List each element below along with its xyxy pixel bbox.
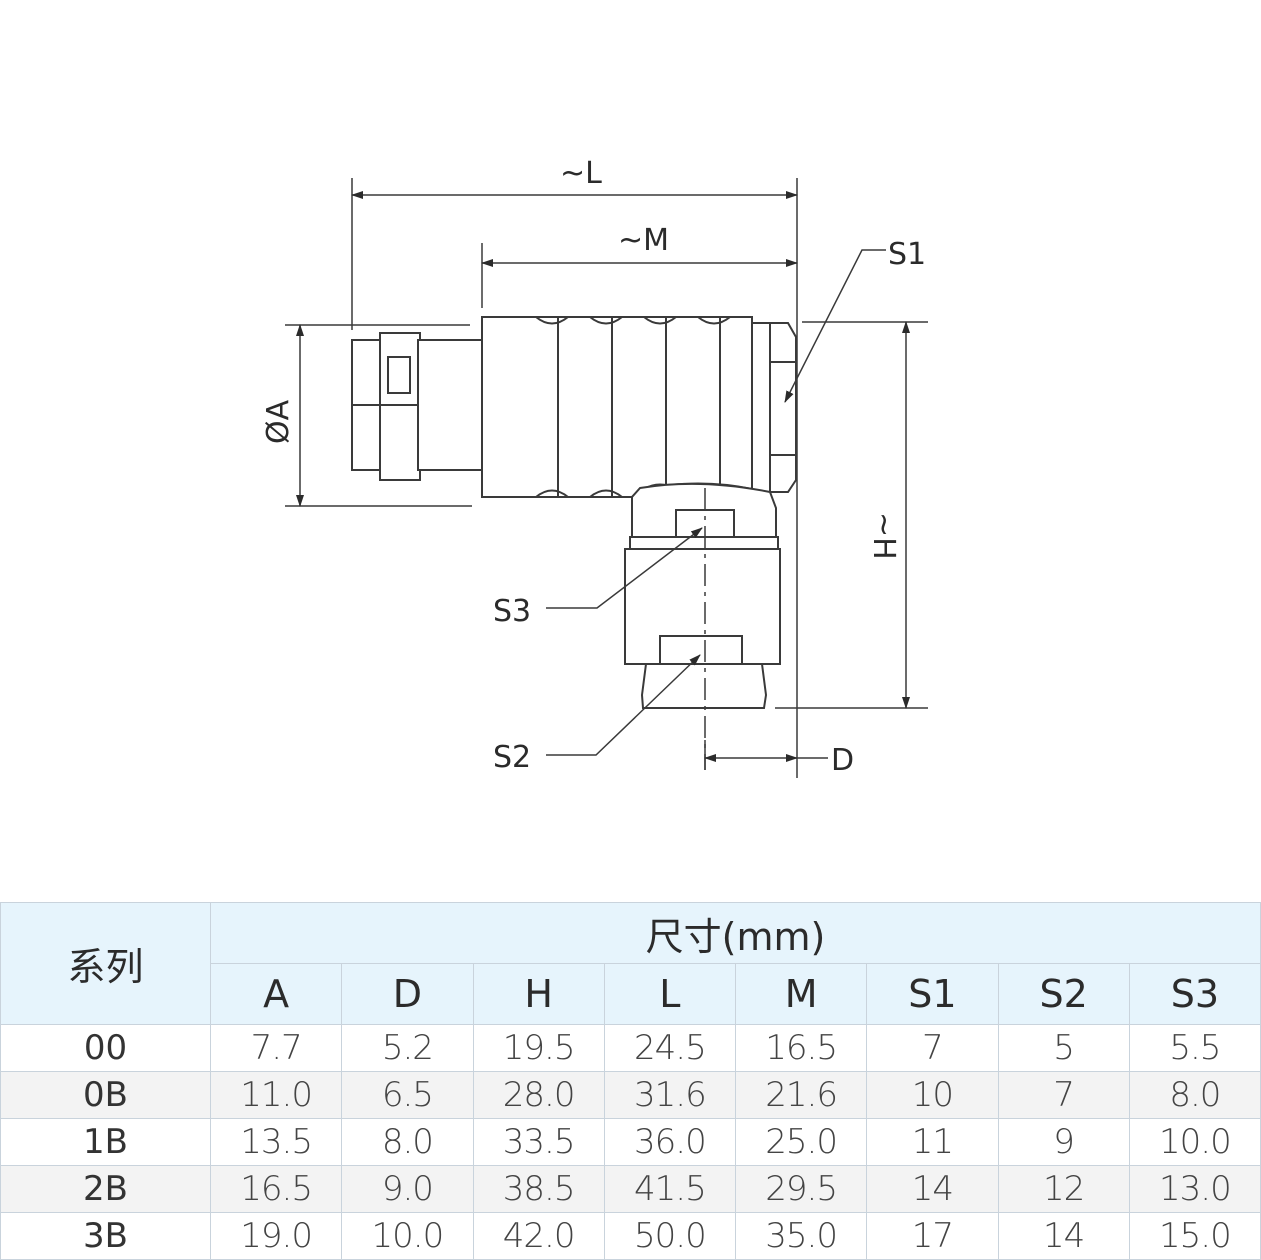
column-header: H xyxy=(472,963,605,1025)
series-cell: 1B xyxy=(0,1118,211,1166)
table-cell: 9.0 xyxy=(341,1165,474,1213)
label-s2: S2 xyxy=(493,740,531,775)
plug-collar xyxy=(417,339,483,471)
column-header: L xyxy=(603,963,737,1025)
series-cell: 00 xyxy=(0,1024,211,1072)
table-cell: 7.7 xyxy=(209,1024,343,1072)
table-header-row: 系列 尺寸(mm) xyxy=(0,902,1261,1025)
plug-latch-window xyxy=(387,356,411,394)
table-cell: 19.5 xyxy=(472,1024,605,1072)
table-cell: 8.0 xyxy=(341,1118,474,1166)
dimension-lines xyxy=(285,178,928,778)
table-row: 3B 19.0 10.0 42.0 50.0 35.0 17 14 15.0 xyxy=(0,1212,1261,1260)
table-cell: 36.0 xyxy=(603,1118,737,1166)
label-d: D xyxy=(831,743,854,778)
table-cell: 5.5 xyxy=(1128,1024,1261,1072)
table-row: 2B 16.5 9.0 38.5 41.5 29.5 14 12 13.0 xyxy=(0,1165,1261,1213)
table-cell: 33.5 xyxy=(472,1118,605,1166)
table-cell: 10.0 xyxy=(1128,1118,1261,1166)
series-cell: 3B xyxy=(0,1212,211,1260)
table-cell: 42.0 xyxy=(472,1212,605,1260)
table-row: 1B 13.5 8.0 33.5 36.0 25.0 11 9 10.0 xyxy=(0,1118,1261,1166)
table-cell: 11.0 xyxy=(209,1071,343,1119)
table-cell: 14 xyxy=(866,1165,999,1213)
table-cell: 10.0 xyxy=(341,1212,474,1260)
table-cell: 7 xyxy=(997,1071,1130,1119)
column-header: S2 xyxy=(997,963,1130,1025)
column-header: D xyxy=(341,963,474,1025)
table-cell: 6.5 xyxy=(341,1071,474,1119)
column-header: S3 xyxy=(1128,963,1261,1025)
dimensions-header: 尺寸(mm) xyxy=(210,902,1261,964)
table-cell: 35.0 xyxy=(734,1212,868,1260)
label-s3: S3 xyxy=(493,594,531,629)
table-cell: 14 xyxy=(997,1212,1130,1260)
series-cell: 2B xyxy=(0,1165,211,1213)
table-cell: 10 xyxy=(866,1071,999,1119)
label-l: ~L xyxy=(560,156,602,191)
elbow-neck xyxy=(629,536,779,550)
column-header: M xyxy=(734,963,868,1025)
column-header: A xyxy=(209,963,343,1025)
table-cell: 41.5 xyxy=(603,1165,737,1213)
table-cell: 17 xyxy=(866,1212,999,1260)
column-header-row: A D H L M S1 S2 S3 xyxy=(1,963,1261,1025)
label-a: ØA xyxy=(261,399,296,444)
table-cell: 28.0 xyxy=(472,1071,605,1119)
s2-flat xyxy=(659,635,743,665)
label-h: ~H xyxy=(866,512,901,560)
dimension-labels: ~L ~M ØA ~H D S1 S3 S2 xyxy=(261,156,926,778)
table-cell: 5.2 xyxy=(341,1024,474,1072)
label-m: ~M xyxy=(618,223,669,258)
table-cell: 16.5 xyxy=(209,1165,343,1213)
table-cell: 16.5 xyxy=(734,1024,868,1072)
table-cell: 31.6 xyxy=(603,1071,737,1119)
grip-body xyxy=(481,316,753,498)
table-cell: 13.5 xyxy=(209,1118,343,1166)
label-s1: S1 xyxy=(888,237,926,272)
table-cell: 25.0 xyxy=(734,1118,868,1166)
table-cell: 13.0 xyxy=(1128,1165,1261,1213)
table-cell: 15.0 xyxy=(1128,1212,1261,1260)
gland-nut-s2 xyxy=(640,663,768,709)
table-cell: 50.0 xyxy=(603,1212,737,1260)
plug-latch-body xyxy=(379,332,421,481)
table-row: 00 7.7 5.2 19.5 24.5 16.5 7 5 5.5 xyxy=(0,1024,1261,1072)
table-cell: 21.6 xyxy=(734,1071,868,1119)
table-cell: 24.5 xyxy=(603,1024,737,1072)
table-cell: 5 xyxy=(997,1024,1130,1072)
table-cell: 8.0 xyxy=(1128,1071,1261,1119)
dimension-table: 系列 尺寸(mm) A D H L M S1 S2 S3 00 7.7 5.2 … xyxy=(0,902,1261,1260)
table-cell: 9 xyxy=(997,1118,1130,1166)
table-cell: 29.5 xyxy=(734,1165,868,1213)
column-header: S1 xyxy=(866,963,999,1025)
table-row: 0B 11.0 6.5 28.0 31.6 21.6 10 7 8.0 xyxy=(0,1071,1261,1119)
series-cell: 0B xyxy=(0,1071,211,1119)
table-cell: 19.0 xyxy=(209,1212,343,1260)
series-header: 系列 xyxy=(0,902,211,1025)
table-cell: 38.5 xyxy=(472,1165,605,1213)
connector-dimension-drawing: ~L ~M ØA ~H D S1 S3 S2 xyxy=(261,156,928,778)
table-cell: 7 xyxy=(866,1024,999,1072)
table-cell: 11 xyxy=(866,1118,999,1166)
connector-outline xyxy=(351,316,797,709)
rear-nut-s1 xyxy=(751,322,797,493)
table-cell: 12 xyxy=(997,1165,1130,1213)
